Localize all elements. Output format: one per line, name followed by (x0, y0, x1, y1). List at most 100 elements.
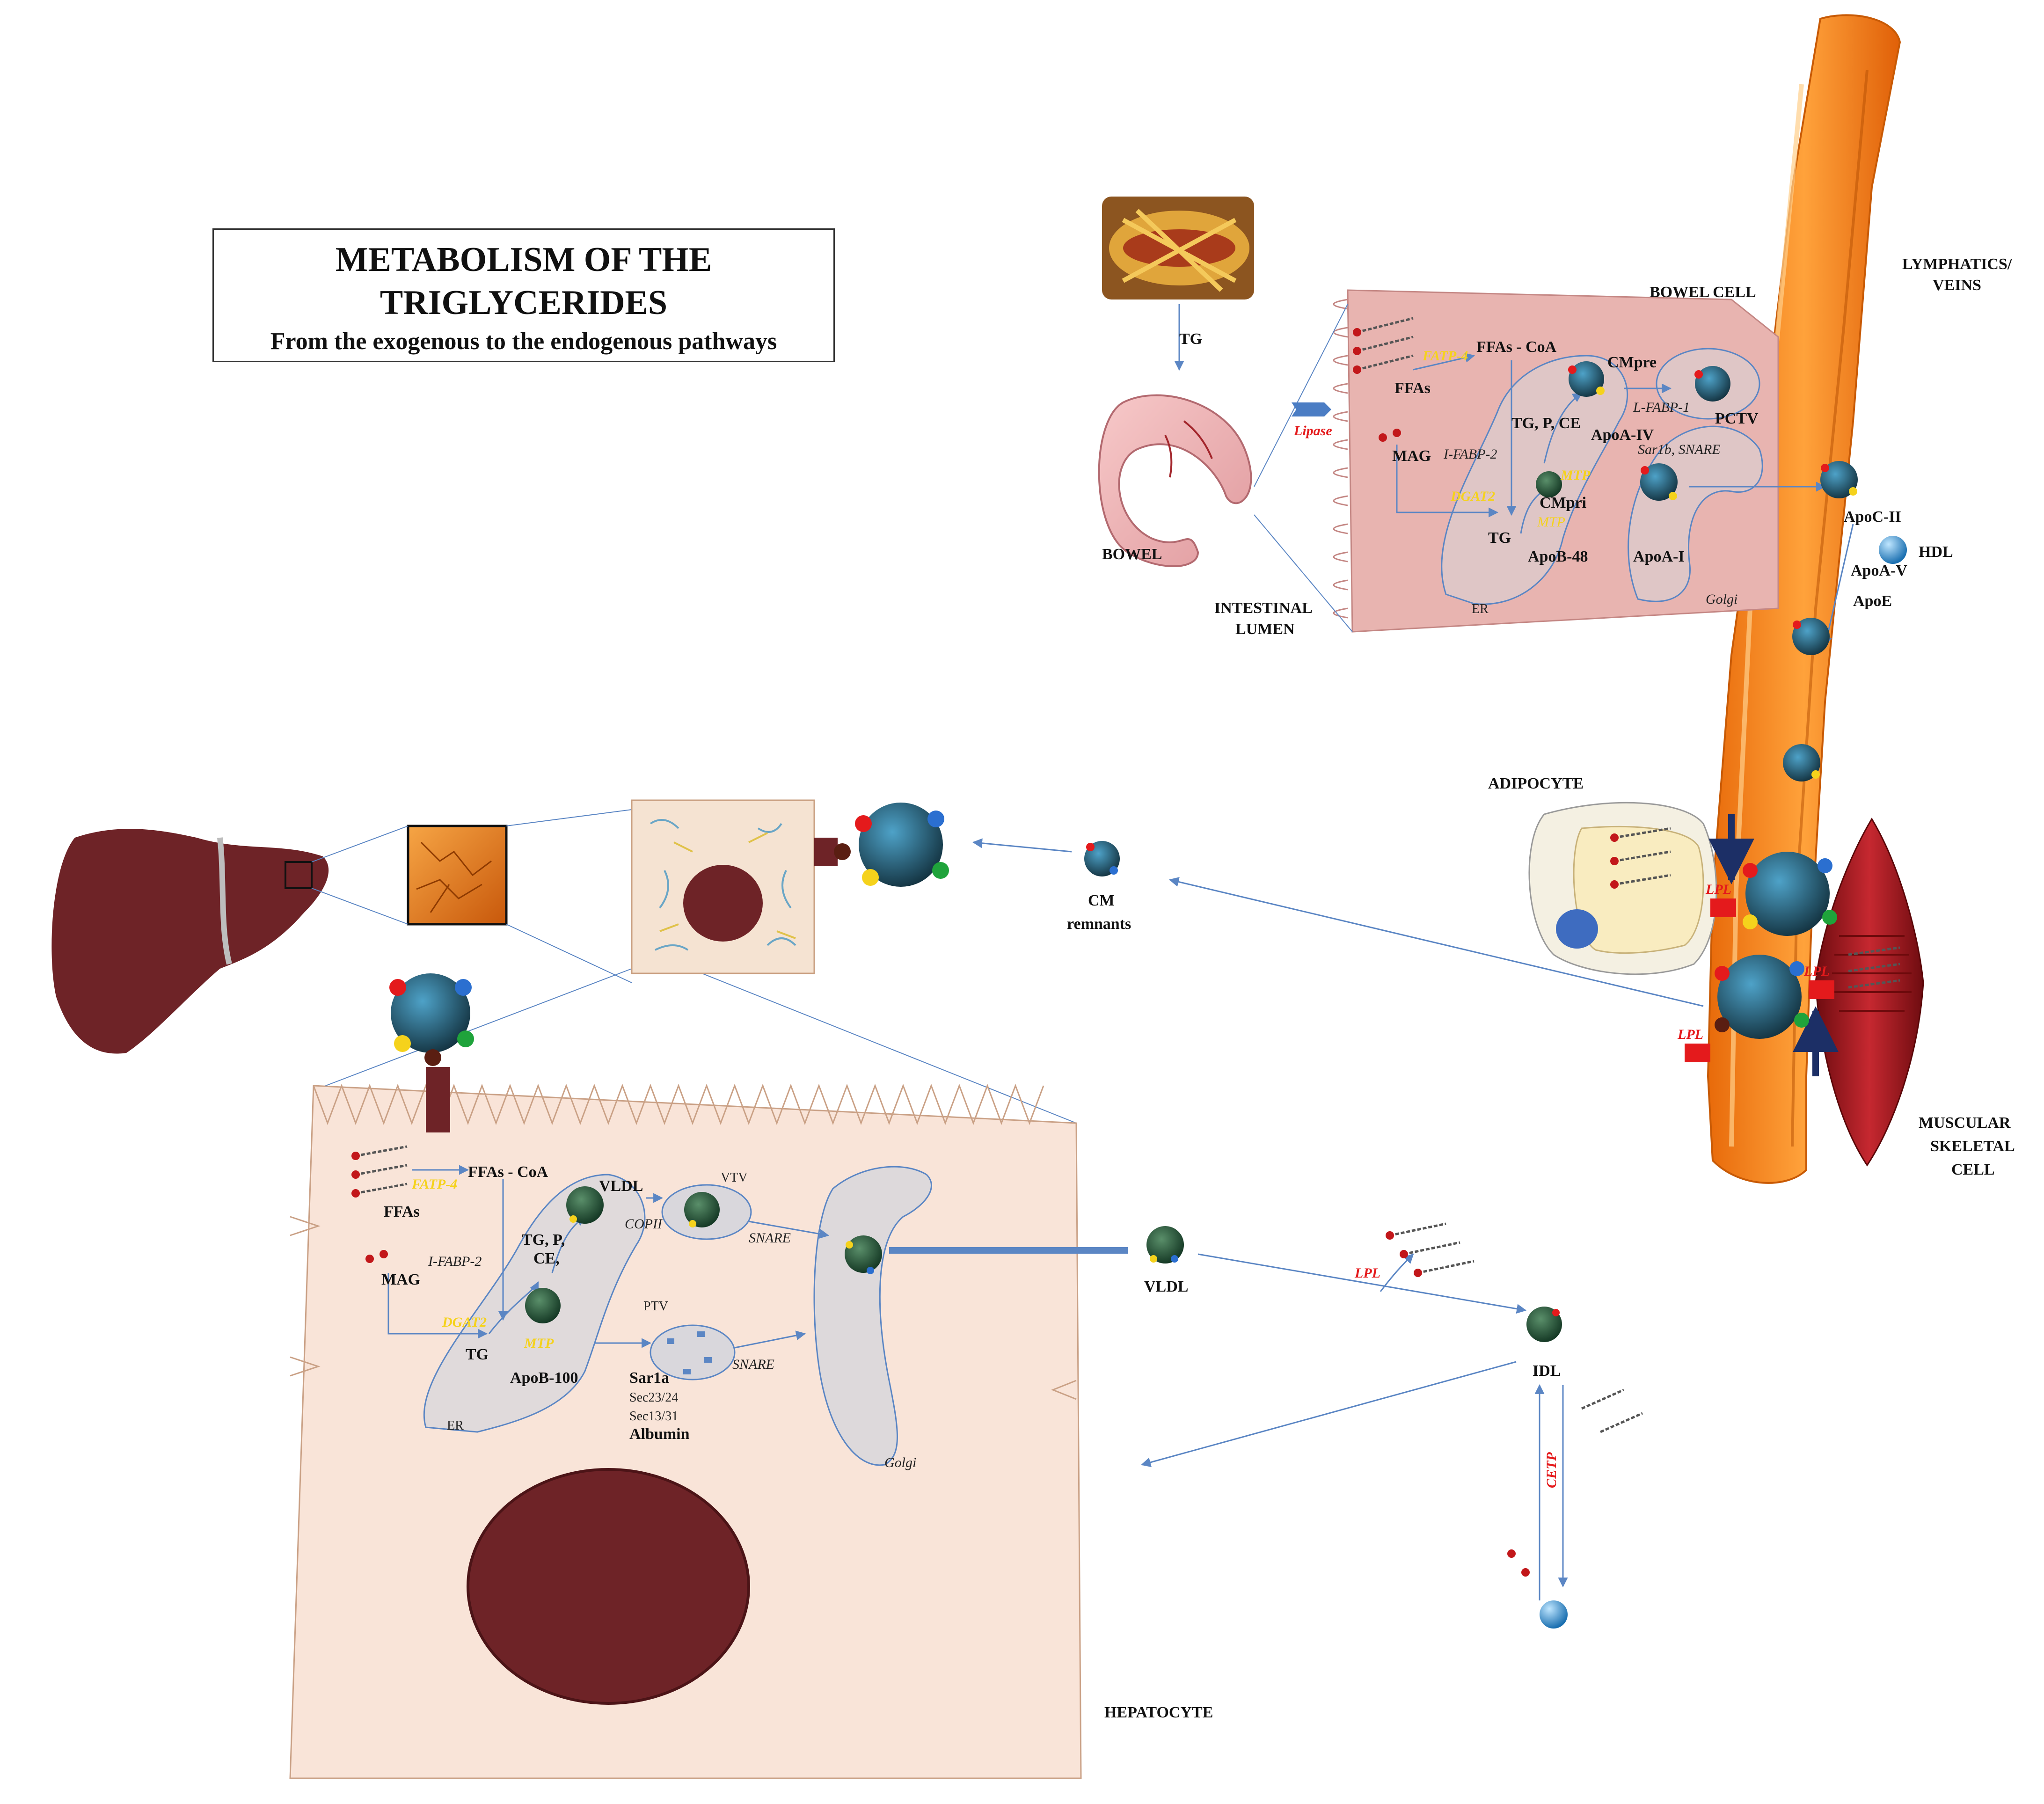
label-cetp: CETP (1544, 1452, 1559, 1488)
label-hep-albumin: Albumin (629, 1425, 690, 1443)
label-apoa5: ApoA-V (1851, 562, 1907, 579)
label-bowel-mtp-small: MTP (1537, 514, 1565, 530)
liver (51, 829, 329, 1054)
arrow-lpl-to-remnants (1168, 877, 1704, 1007)
label-hep-sar1a: Sar1a (629, 1369, 669, 1387)
label-hep-golgi: Golgi (884, 1455, 916, 1470)
label-bowel-pctv: PCTV (1715, 410, 1759, 427)
label-hep-apob100: ApoB-100 (510, 1369, 578, 1387)
dark-arrows (1708, 814, 1839, 1076)
label-hep-dgat2: DGAT2 (442, 1315, 487, 1330)
label-bowel-fatp4: FATP-4 (1422, 348, 1468, 364)
ptv-cargo (667, 1331, 712, 1374)
label-hep-ce: CE, (533, 1250, 560, 1267)
label-hep-mtp: MTP (524, 1336, 554, 1351)
label-intestinal-1: INTESTINAL (1214, 599, 1313, 617)
label-bowel-apoa4: ApoA-IV (1591, 426, 1654, 444)
label-hepatocyte: HEPATOCYTE (1104, 1704, 1213, 1721)
vldl-particle-er-2 (525, 1288, 561, 1323)
bowel-microvilli (1333, 299, 1348, 619)
label-idl: IDL (1533, 1362, 1561, 1380)
arrow-apo-down (1822, 524, 1854, 647)
label-lpl-3: LPL (1677, 1027, 1703, 1042)
label-bowel-apob48: ApoB-48 (1528, 548, 1588, 565)
label-hdl: HDL (1919, 543, 1953, 561)
vldl-particle-vtv (684, 1192, 720, 1227)
cm-particle-bowel-2 (1694, 366, 1730, 402)
label-hep-mag: MAG (381, 1271, 420, 1288)
label-hep-snare-1: SNARE (749, 1230, 791, 1246)
muscle-cell (1815, 818, 1924, 1167)
label-bowel-cmpre: CMpre (1607, 354, 1657, 371)
label-lpl-1: LPL (1705, 882, 1731, 897)
label-bowel-apoa1: ApoA-I (1633, 548, 1685, 565)
title-line-1: METABOLISM OF THE (335, 241, 712, 279)
title-box: METABOLISM OF THE TRIGLYCERIDES From the… (212, 228, 835, 362)
fatty-acid-heads (351, 328, 1619, 1577)
label-intestinal-2: LUMEN (1235, 621, 1295, 638)
golgi-export-bar (889, 1247, 1128, 1254)
label-muscular-3: CELL (1951, 1161, 1995, 1178)
label-hep-ifabp2: I-FABP-2 (428, 1254, 482, 1269)
receptor-hepatocyte (426, 1067, 450, 1132)
label-bowel-sar1b: Sar1b, SNARE (1638, 442, 1721, 457)
cm-particle-vessel-2 (1792, 618, 1830, 655)
idl-particle (1526, 1307, 1562, 1342)
vldl-particle-er (566, 1186, 604, 1224)
adipocyte (1528, 802, 1717, 975)
bowel-illustration (1098, 394, 1252, 567)
vldl-particle-golgi (845, 1235, 882, 1274)
liver-zoom-box (285, 861, 313, 889)
label-vldl: VLDL (1144, 1278, 1188, 1295)
liver-labels: CM remnants HEPATOCYTE FFAs MAG FATP-4 F… (381, 892, 1213, 1721)
arrow-cmpri-to-cmpre (1543, 392, 1583, 464)
label-cm: CM (1088, 892, 1115, 909)
label-hep-tg: TG (466, 1346, 489, 1363)
cmpri-particle (1536, 471, 1562, 497)
arrow-lpl-ffa-curve (1380, 1253, 1414, 1292)
label-bowel-tg-p-ce: TG, P, CE (1511, 415, 1581, 432)
label-bowel-cell: BOWEL CELL (1650, 284, 1756, 301)
label-hep-ffas: FFAs (384, 1203, 420, 1220)
arrow-hep-ptv-golgi (734, 1330, 806, 1349)
label-hep-snare-2: SNARE (732, 1357, 774, 1372)
label-bowel-tg-inner: TG (1488, 529, 1511, 547)
label-remnants: remnants (1067, 915, 1131, 933)
arrow-hep-mag-er (387, 1273, 488, 1339)
hepatocyte (289, 1067, 1128, 1779)
title-subtitle: From the exogenous to the endogenous pat… (270, 328, 777, 355)
label-bowel-cmpri: CMpri (1540, 494, 1586, 511)
label-bowel-lfabp1: L-FABP-1 (1633, 400, 1690, 415)
cm-particle-liver (834, 803, 949, 887)
label-bowel: BOWEL (1102, 546, 1162, 563)
title-line-2: TRIGLYCERIDES (380, 284, 668, 322)
receptor-small (814, 838, 838, 866)
label-tg-food: TG (1179, 330, 1202, 348)
label-hep-sec1331: Sec13/31 (629, 1409, 678, 1424)
label-bowel-ffas-coa: FFAs - CoA (1476, 338, 1557, 356)
hdl-particle (1879, 536, 1907, 564)
label-hep-fatp4: FATP-4 (411, 1176, 457, 1192)
vessel-labels: LYMPHATICS/ VEINS ApoC-II HDL ApoA-V Apo… (1488, 256, 2015, 1178)
arrow-hep-vtv-golgi (748, 1220, 830, 1239)
cm-particle-vessel-1 (1820, 461, 1858, 498)
flow-arrows (387, 304, 1854, 1600)
label-hep-sec2324: Sec23/24 (629, 1390, 678, 1405)
label-bowel-mag: MAG (1392, 447, 1431, 465)
label-lymphatics-1: LYMPHATICS/ (1902, 256, 2012, 273)
arrow-cm-to-liver (972, 838, 1072, 853)
label-bowel-ifabp2: I-FABP-2 (1443, 446, 1497, 462)
cm-particle-large-1 (1743, 852, 1837, 936)
hdl-particle-bottom (1540, 1600, 1568, 1629)
label-muscular-1: MUSCULAR (1919, 1114, 2011, 1132)
lpl-block-1 (1710, 898, 1736, 917)
cm-particle-hepatocyte (389, 973, 474, 1066)
label-lpl-circ: LPL (1354, 1265, 1380, 1281)
circulation-labels: VLDL LPL IDL CETP (1144, 1265, 1561, 1488)
lpl-block-3 (1685, 1044, 1710, 1062)
lpl-enzymes (1685, 898, 1834, 1062)
label-bowel-mtp: MTP (1560, 467, 1591, 483)
bowel-connector-lines (1254, 304, 1353, 632)
fatty-acid-chains (355, 317, 1900, 1433)
